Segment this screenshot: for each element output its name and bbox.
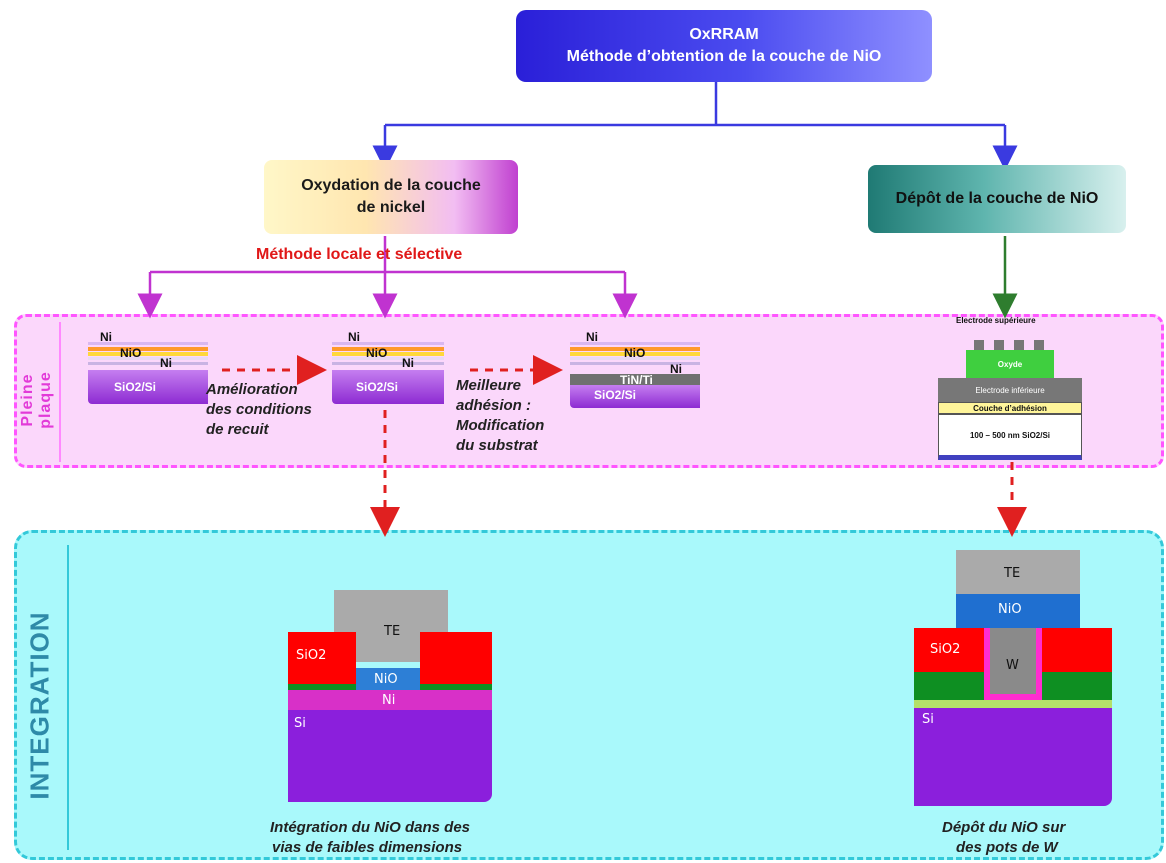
stack1-nio: NiO bbox=[120, 346, 142, 360]
stack-3: Ni NiO Ni TiN/Ti SiO2/Si bbox=[570, 330, 700, 410]
step2-text-3: Modification bbox=[456, 417, 545, 434]
stack2-nio: NiO bbox=[366, 346, 388, 360]
stack2-substrate: SiO2/Si bbox=[356, 380, 399, 394]
stack3-nio: NiO bbox=[624, 346, 646, 360]
adhesion-label: Couche d’adhésion bbox=[973, 403, 1047, 413]
oxide-layer: Oxyde bbox=[966, 350, 1054, 378]
method-label: Méthode locale et sélective bbox=[256, 246, 463, 263]
left-si-label: Si bbox=[294, 716, 306, 731]
red-dashed-arrows bbox=[222, 355, 1027, 537]
step2-text-1: Meilleure bbox=[456, 377, 522, 394]
left-te-label: TE bbox=[384, 624, 401, 639]
stack-1: Ni NiO Ni SiO2/Si bbox=[88, 330, 208, 410]
stack2-ni-mid: Ni bbox=[402, 356, 414, 370]
right-sio2-label: SiO2 bbox=[930, 642, 961, 657]
top-title-line2: Méthode d’obtention de la couche de NiO bbox=[566, 48, 882, 65]
stack2-ni-top: Ni bbox=[348, 330, 360, 344]
step2-text-2: adhésion : bbox=[456, 397, 532, 414]
bottom-electrode-layer: Electrode inférieure bbox=[938, 378, 1082, 402]
stack3-tin: TiN/Ti bbox=[620, 373, 653, 387]
substrate-label: 100 – 500 nm SiO2/Si bbox=[969, 430, 1051, 440]
adhesion-layer: Couche d’adhésion bbox=[938, 402, 1082, 414]
top-electrode-label: Electrode supérieure bbox=[956, 316, 1036, 325]
oxidation-box: Oxydation de la couche de nickel bbox=[264, 160, 518, 234]
stack1-substrate: SiO2/Si bbox=[114, 380, 157, 394]
pleine-plaque-side-label: Pleine plaque bbox=[19, 371, 54, 429]
stack1-ni-mid: Ni bbox=[160, 356, 172, 370]
bottom-electrode-label: Electrode inférieure bbox=[975, 385, 1045, 395]
oxidation-line2: de nickel bbox=[356, 199, 426, 216]
integration-side-label: INTEGRATION bbox=[24, 611, 55, 800]
magenta-connector bbox=[137, 236, 638, 319]
oxidation-line1: Oxydation de la couche bbox=[301, 177, 481, 194]
left-caption-1: Intégration du NiO dans des bbox=[270, 819, 471, 836]
stack3-substrate: SiO2/Si bbox=[594, 388, 637, 402]
step2-text-4: du substrat bbox=[456, 437, 538, 454]
right-cross-section: TE NiO SiO2 W Si bbox=[914, 550, 1112, 812]
top-title-box: OxRRAM Méthode d’obtention de la couche … bbox=[516, 10, 932, 82]
right-caption-1: Dépôt du NiO sur bbox=[942, 819, 1066, 836]
left-ni-label: Ni bbox=[382, 693, 396, 708]
blue-connector bbox=[372, 82, 1018, 171]
top-title-line1: OxRRAM bbox=[689, 26, 759, 43]
right-si-label: Si bbox=[922, 712, 934, 727]
right-te-label: TE bbox=[1004, 566, 1021, 581]
left-sio2-label: SiO2 bbox=[296, 648, 327, 663]
left-cross-section: TE SiO2 NiO Ni Si bbox=[288, 590, 492, 810]
stack-2: Ni NiO Ni SiO2/Si bbox=[332, 330, 444, 410]
left-caption-2: vias de faibles dimensions bbox=[272, 839, 463, 856]
stack3-ni-top: Ni bbox=[586, 330, 598, 344]
right-caption-2: des pots de W bbox=[956, 839, 1058, 856]
right-w-label: W bbox=[1006, 658, 1019, 673]
stack3-ni-mid: Ni bbox=[670, 362, 682, 376]
step1-text-2: des conditions bbox=[206, 401, 312, 418]
substrate-layer: 100 – 500 nm SiO2/Si bbox=[938, 414, 1082, 460]
step1-text-1: Amélioration bbox=[206, 381, 298, 398]
right-nio-label: NiO bbox=[998, 602, 1022, 617]
deposition-label: Dépôt de la couche de NiO bbox=[895, 190, 1099, 207]
left-nio-label: NiO bbox=[374, 672, 398, 687]
device-schematic: Electrode supérieure Oxyde Electrode inf… bbox=[936, 314, 1086, 464]
oxide-label: Oxyde bbox=[997, 359, 1023, 369]
deposition-box: Dépôt de la couche de NiO bbox=[868, 165, 1126, 233]
step1-text-3: de recuit bbox=[206, 421, 269, 438]
stack1-ni-top: Ni bbox=[100, 330, 112, 344]
